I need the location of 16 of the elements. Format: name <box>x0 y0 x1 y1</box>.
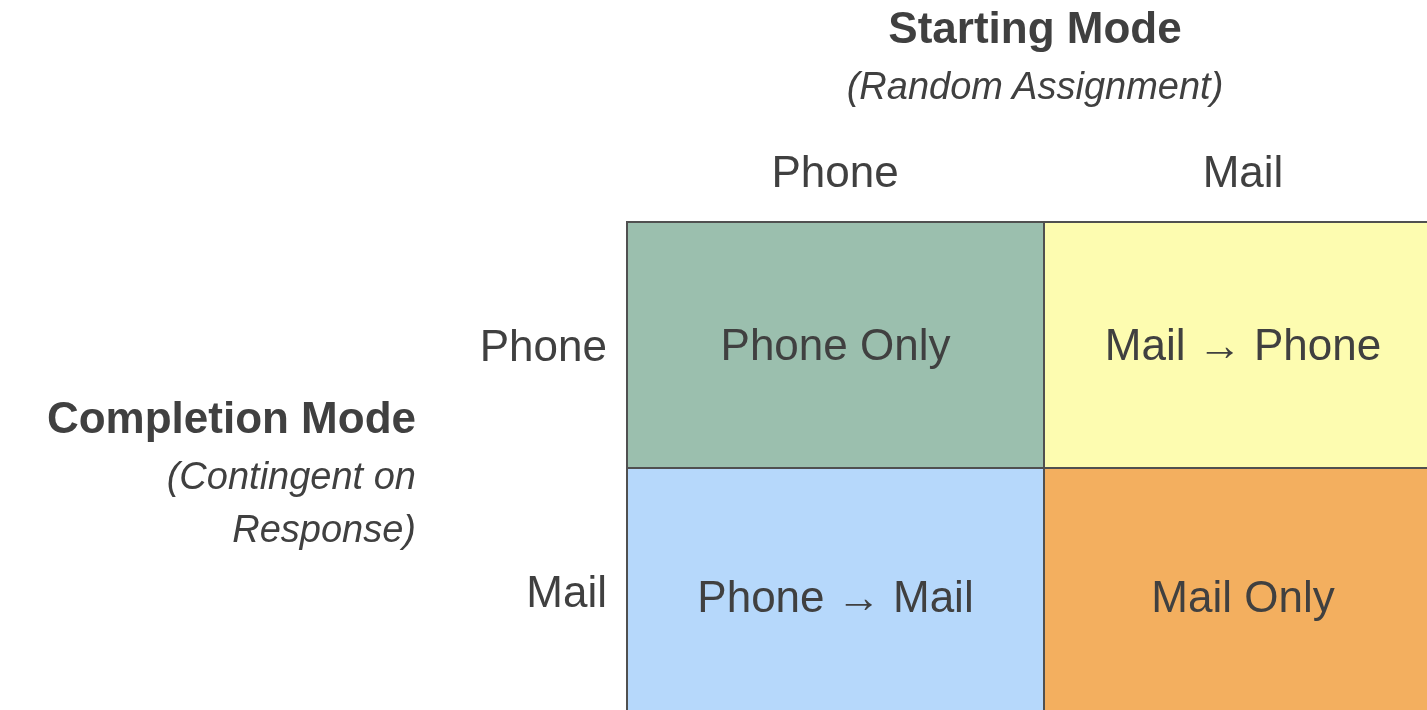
cell-text: Mail Only <box>1151 572 1335 622</box>
axis-subtitle: (Random Assignment) <box>845 64 1225 109</box>
table-cell <box>1043 467 1427 710</box>
axis-subtitle: (Contingent on Response) <box>165 454 416 553</box>
axis-title: Starting Mode <box>887 2 1183 54</box>
row-header: Mail <box>525 566 607 618</box>
table-cell <box>626 467 1045 710</box>
cell-text: Mail → Phone <box>1104 320 1382 370</box>
row-header: Phone <box>478 320 607 372</box>
table-cell <box>626 221 1045 469</box>
axis-title: Completion Mode <box>45 392 416 444</box>
cell-text: Phone Only <box>720 320 951 370</box>
cell-text: Phone → Mail <box>697 572 974 622</box>
column-header: Mail <box>1201 146 1285 198</box>
column-header: Phone <box>770 146 900 198</box>
table-cell <box>1043 221 1427 469</box>
